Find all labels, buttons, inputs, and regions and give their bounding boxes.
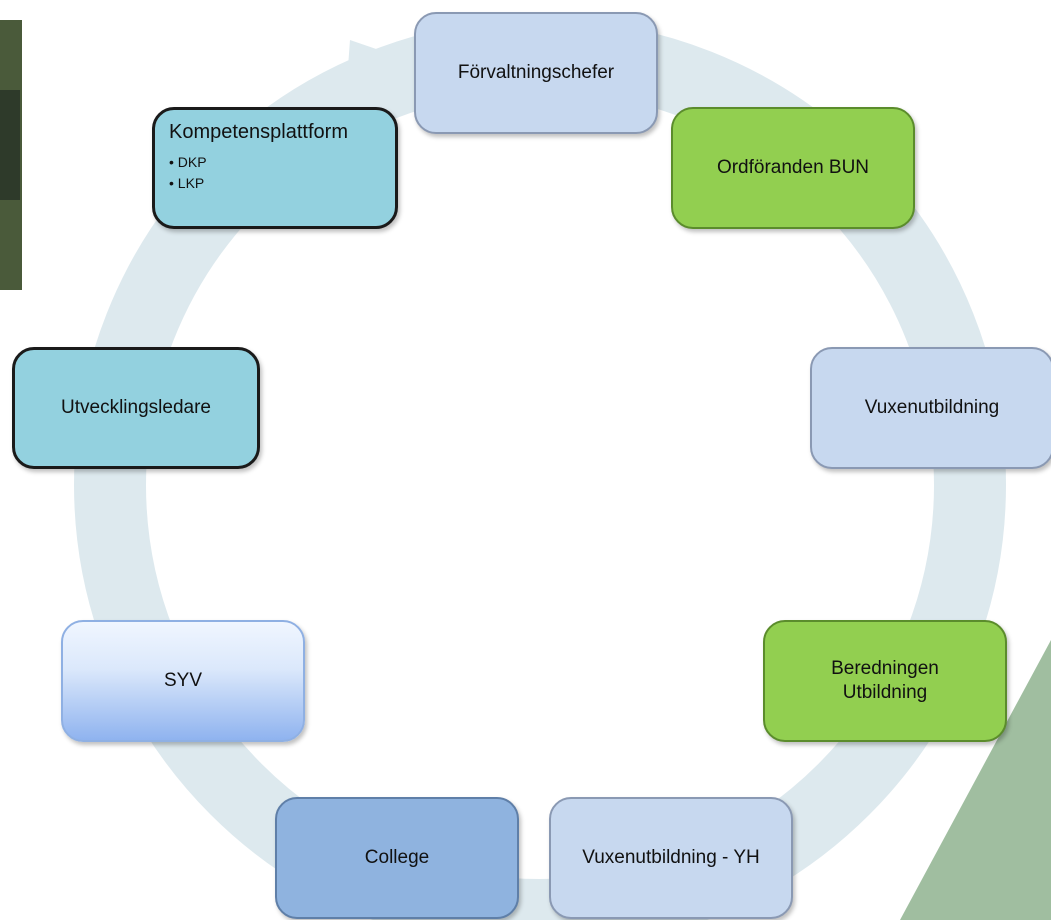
node-college[interactable]: College (275, 797, 519, 919)
cycle-arrowhead (345, 40, 420, 108)
node-label: Vuxenutbildning - YH (582, 847, 760, 868)
sublist-item: DKP (169, 152, 207, 173)
node-label: Kompetensplattform (169, 121, 348, 143)
node-sublist: DKP LKP (169, 152, 207, 194)
node-syv[interactable]: SYV (61, 620, 305, 742)
sublist-item: LKP (169, 173, 207, 194)
node-label: Vuxenutbildning (864, 397, 1000, 418)
node-label: Beredningen Utbildning (831, 658, 939, 703)
node-vuxenutbildning[interactable]: Vuxenutbildning (810, 347, 1051, 469)
node-label: Utvecklingsledare (61, 397, 211, 418)
node-label: Ordföranden BUN (716, 157, 870, 178)
node-label: SYV (163, 670, 203, 691)
node-kompetensplattform[interactable]: Kompetensplattform DKP LKP (152, 107, 398, 229)
node-beredningen-utbildning[interactable]: Beredningen Utbildning (763, 620, 1007, 742)
node-label: Förvaltningschefer (457, 62, 615, 83)
node-vuxenutbildning-yh[interactable]: Vuxenutbildning - YH (549, 797, 793, 919)
photo-fragment-highlight (0, 90, 20, 200)
node-ordforanden-bun[interactable]: Ordföranden BUN (671, 107, 915, 229)
node-forvaltningschefer[interactable]: Förvaltningschefer (414, 12, 658, 134)
node-utvecklingsledare[interactable]: Utvecklingsledare (12, 347, 260, 469)
corner-accent-shape (900, 640, 1051, 920)
node-label: College (364, 847, 430, 868)
